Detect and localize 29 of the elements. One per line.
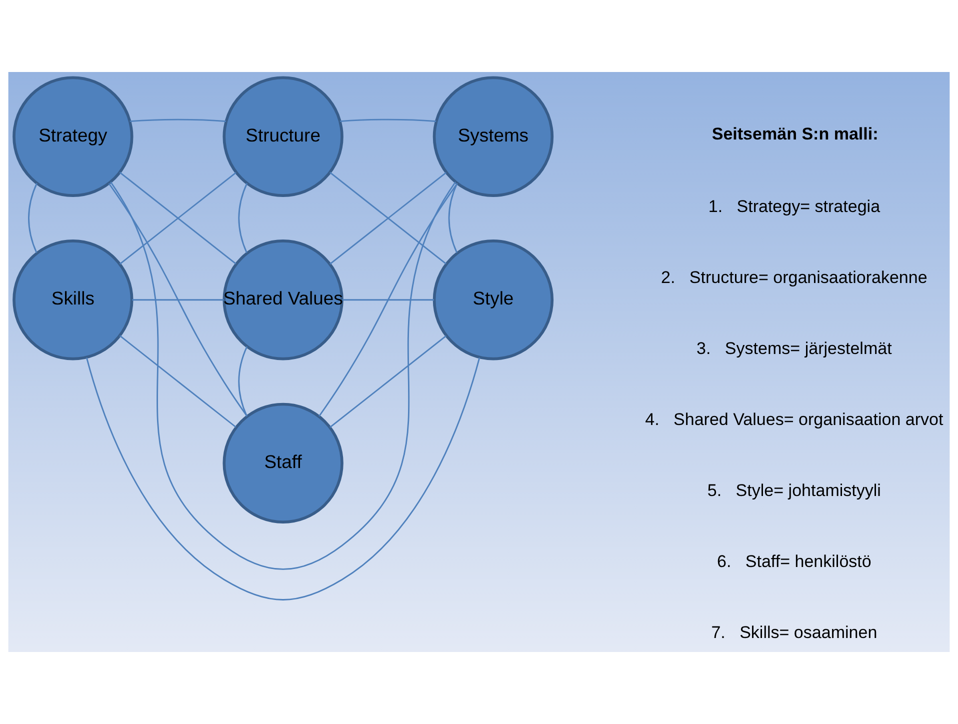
connector bbox=[448, 183, 458, 253]
connector bbox=[119, 335, 236, 428]
connector bbox=[28, 183, 38, 253]
connector bbox=[130, 118, 226, 122]
node-circle: Shared Values bbox=[222, 240, 344, 360]
node-circle: Skills bbox=[12, 240, 134, 360]
label: 4. Shared Values= organisaation arvot bbox=[645, 410, 944, 429]
connector bbox=[330, 335, 446, 428]
label: 7. Skills= osaaminen bbox=[711, 622, 878, 642]
connector bbox=[318, 183, 458, 417]
label: 2. Structure= organisaatiorakenne bbox=[661, 268, 928, 287]
label: 6. Staff= henkilöstö bbox=[717, 552, 872, 571]
connector bbox=[86, 357, 480, 600]
label: 1. Strategy= strategia bbox=[708, 196, 880, 216]
connector bbox=[340, 118, 436, 122]
node-circle: Strategy bbox=[12, 76, 134, 197]
connector bbox=[342, 299, 434, 301]
label: 5. Style= johtamistyyli bbox=[707, 480, 881, 500]
connector bbox=[132, 299, 224, 301]
node-circle: Style bbox=[432, 240, 554, 360]
connector bbox=[108, 183, 248, 417]
node-circle: Structure bbox=[222, 76, 344, 197]
node-circle: Systems bbox=[432, 76, 554, 197]
node-circle: Staff bbox=[222, 402, 344, 524]
connector bbox=[238, 346, 248, 416]
connector bbox=[238, 183, 248, 253]
connector bbox=[110, 182, 456, 570]
label: 3. Systems= järjestelmät bbox=[696, 338, 892, 358]
label: Seitsemän S:n malli: bbox=[712, 124, 878, 144]
